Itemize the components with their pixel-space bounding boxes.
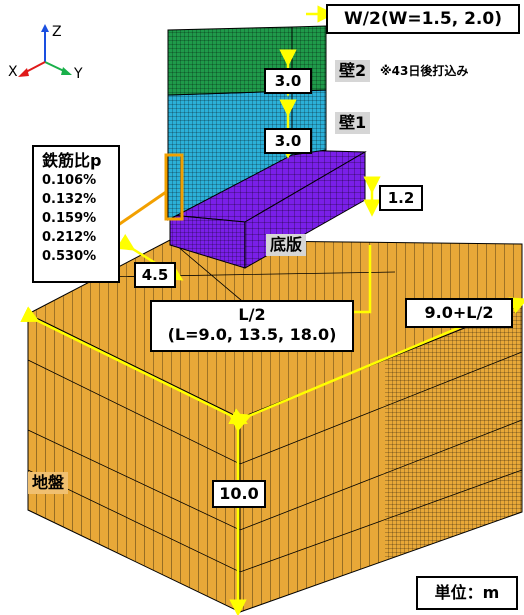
rebar-ratio-value: 0.159% (42, 211, 97, 226)
offset-label: 4.5 (134, 262, 176, 288)
rebar-ratio-value: 0.106% (42, 173, 97, 188)
unit-label: 単位：m (416, 576, 518, 610)
wall2-height-label: 3.0 (264, 68, 312, 94)
wall1-height-label: 3.0 (264, 128, 312, 154)
axis-z-label: Z (52, 24, 62, 40)
half-length-values: (L=9.0, 13.5, 18.0) (167, 325, 337, 344)
wall2-note: ※43日後打込み (380, 64, 469, 78)
axis-y-label: Y (73, 66, 83, 82)
wall-1 (167, 89, 327, 221)
rebar-ratio-value: 0.212% (42, 230, 97, 245)
rebar-ratio-title: 鉄筋比p (42, 151, 102, 170)
rebar-region-highlight (164, 153, 184, 221)
base-slab-label: 底版 (266, 234, 307, 256)
ground-height-label: 10.0 (212, 480, 266, 508)
ground-block (26, 239, 523, 613)
slab-thickness-label: 1.2 (379, 185, 423, 211)
wall2-label: 壁2 (335, 60, 371, 82)
rebar-ratio-value: 0.530% (42, 249, 97, 264)
axis-triad: Z X Y (8, 24, 83, 82)
half-length-box: L/2 (L=9.0, 13.5, 18.0) (150, 300, 354, 352)
rebar-ratio-box: 鉄筋比p 0.106% 0.132% 0.159% 0.212% 0.530% (32, 145, 120, 283)
wall1-label: 壁1 (335, 112, 371, 134)
axis-x-label: X (8, 64, 18, 80)
ground-label: 地盤 (28, 472, 69, 494)
half-length-title: L/2 (238, 305, 266, 324)
rebar-ratio-value: 0.132% (42, 192, 97, 207)
ground-side-length-label: 9.0+L/2 (405, 298, 513, 328)
wall-width-label: W/2(W=1.5, 2.0) (326, 4, 520, 34)
wall-2 (167, 25, 327, 96)
